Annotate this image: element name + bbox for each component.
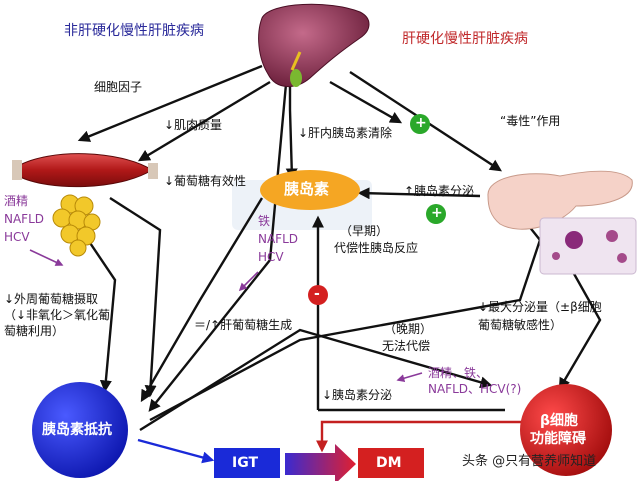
insulin-oval [260,170,360,210]
dm-box [358,448,424,478]
factor-mid-1: 铁 [258,214,271,228]
label-hepatic-glucose: ＝/↑肝葡萄糖生成 [194,318,293,332]
label-max-secretion-2: 葡萄糖敏感性） [478,318,563,332]
plus-badge-mid-label: + [431,205,443,221]
fat-cells-illustration [52,194,101,257]
label-peripheral-uptake-1: ↓外周葡萄糖摄取 [4,292,99,306]
insulin-resistance-circle [32,382,128,478]
minus-badge-label: - [314,286,320,302]
insulin-to-resistance-arrow [140,197,264,403]
factor-left-3: HCV [4,230,30,244]
minus-badge [308,285,328,305]
dm-label: DM [376,455,402,471]
label-no-compensation: 无法代偿 [382,339,431,353]
label-hepatic-clearance: ↓肝内胰岛素清除 [298,126,393,140]
pancreas-to-insulin-arrow [357,187,481,200]
right-title: 肝硬化慢性肝脏疾病 [402,31,528,47]
beta-cell-label-1: β细胞 [540,413,579,429]
label-toxic-effect: “毒性”作用 [500,114,561,128]
igt-box [214,448,280,478]
factor-mid-2: NAFLD [258,232,299,246]
label-peripheral-uptake-3: 萄糖利用） [4,324,65,338]
factor-right-1: 酒精、铁、 [428,366,489,380]
beta-cell-circle [520,384,612,476]
pancreas-illustration [487,170,637,275]
plus-badge-top [410,114,430,134]
label-early: （早期） [340,224,389,238]
label-muscle-mass: ↓肌肉质量 [164,118,223,132]
label-max-secretion-1: ↓最大分泌量（±β细胞 [478,300,602,314]
label-compensatory: 代偿性胰岛反应 [334,241,419,255]
watermark-text: 头条 @只有营养师知道 [462,454,597,469]
factor-left-2: NAFLD [4,212,45,226]
resistance-to-igt-arrow [137,438,215,464]
factor-mid-3: HCV [258,250,284,264]
label-cytokines: 细胞因子 [94,80,143,94]
left-title: 非肝硬化慢性肝脏疾病 [64,23,204,39]
beta-cell-label-2: 功能障碍 [530,431,586,447]
beta-to-igt-arrow [316,420,540,453]
muscle-arrows [79,196,162,398]
factor-left-1: 酒精 [4,194,29,208]
label-insulin-secretion-down: ↓胰岛素分泌 [322,388,393,402]
plus-badge-top-label: + [415,115,427,131]
factor-arrows [29,249,423,383]
igt-to-dm-arrow [285,444,356,481]
label-late: （晚期） [384,322,433,336]
hepatic-glucose-arrow [148,83,288,412]
plus-badge-mid [426,204,446,224]
insulin-resistance-label: 胰岛素抵抗 [42,422,112,438]
igt-label: IGT [232,455,259,471]
muscle-illustration [12,153,158,188]
insulin-label: 胰岛素 [284,180,330,198]
label-insulin-secretion-up: ↑胰岛素分泌 [404,184,475,198]
label-glucose-effectiveness: ↓葡萄糖有效性 [164,174,247,188]
factor-right-2: NAFLD、HCV(?) [428,382,522,396]
liver-illustration [258,3,370,87]
label-peripheral-uptake-2: （↓非氧化＞氧化葡 [4,308,111,322]
